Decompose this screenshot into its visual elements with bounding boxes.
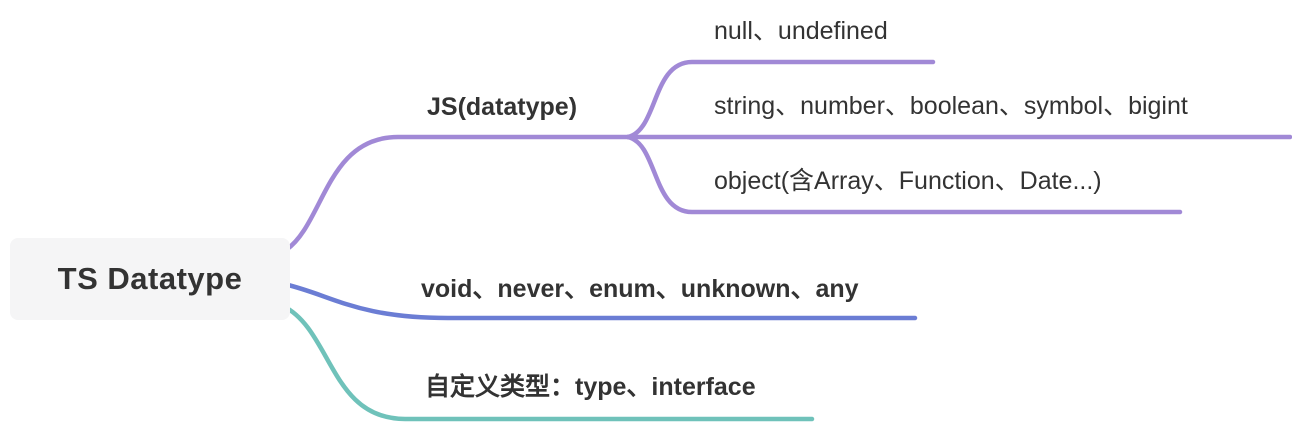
branch-line-js-null-undefined: [625, 59, 936, 140]
root-topic[interactable]: TS Datatype: [10, 238, 290, 320]
topic-object-types[interactable]: object(含Array、Function、Date...): [714, 167, 1102, 195]
topic-js-datatype[interactable]: JS(datatype): [427, 93, 578, 121]
branch-line-custom-types: [280, 303, 815, 422]
branch-line-ts-special-types: [281, 281, 918, 321]
topic-primitive-types[interactable]: string、number、boolean、symbol、bigint: [714, 92, 1188, 120]
topic-ts-special-types[interactable]: void、never、enum、unknown、any: [421, 275, 859, 303]
branch-line-js-object: [625, 134, 1183, 215]
topic-null-undefined[interactable]: null、undefined: [714, 17, 888, 45]
topic-custom-types[interactable]: 自定义类型：type、interface: [425, 373, 756, 401]
branch-line-js: [283, 134, 631, 253]
